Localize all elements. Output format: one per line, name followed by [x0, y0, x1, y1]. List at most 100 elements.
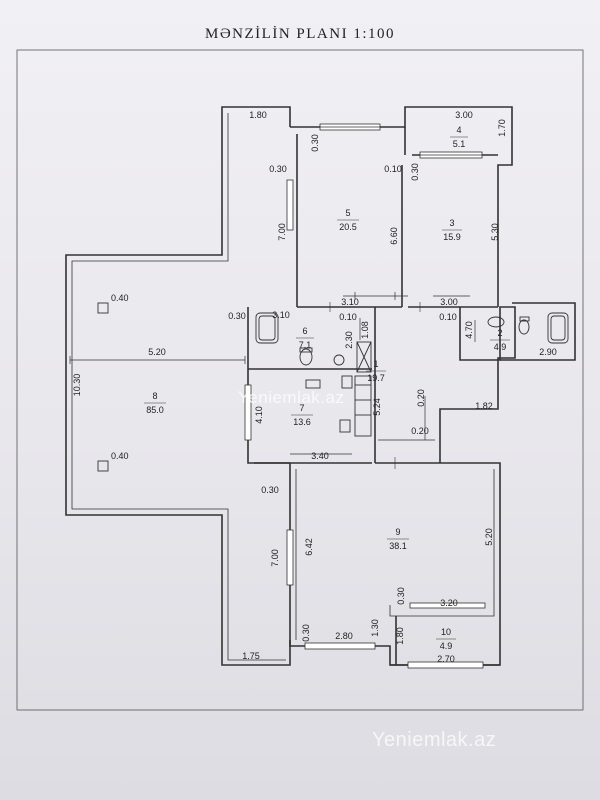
- room-labels: 1 19.7 2 4.9 3 15.9 4 5.1 5 20.5 6 7.1 7…: [144, 125, 510, 651]
- dim-label: 0.20: [411, 426, 429, 436]
- plan-frame: [16, 49, 584, 711]
- drain-icon: [97, 302, 109, 314]
- dim-label: 5.24: [372, 398, 382, 416]
- dim-label: 6.42: [304, 538, 314, 556]
- dim-label: 0.30: [396, 587, 406, 605]
- dim-label: 1.75: [242, 651, 260, 661]
- dim-label: 7.00: [270, 549, 280, 567]
- dim-label: 1.70: [497, 119, 507, 137]
- dim-label: 0.30: [228, 311, 246, 321]
- wall-bath-2-out: [500, 302, 576, 361]
- dim-label: 3.00: [455, 110, 473, 120]
- dim-label: 1.30: [370, 619, 380, 637]
- windows: [244, 123, 486, 669]
- stove-icon: [341, 375, 353, 389]
- dim-label: 0.40: [111, 293, 129, 303]
- dim-label: 0.10: [439, 312, 457, 322]
- dim-label: 1.80: [395, 627, 405, 645]
- room-area-7: 13.6: [293, 417, 311, 427]
- watermark-center: Yeniemlak.az: [238, 388, 345, 407]
- dim-label: 3.00: [440, 297, 458, 307]
- dim-label: 0.30: [310, 134, 320, 152]
- fixtures: [97, 302, 569, 472]
- dim-label: 4.10: [254, 406, 264, 424]
- dim-label: 0.30: [269, 164, 287, 174]
- dim-label: 1.80: [249, 110, 267, 120]
- dim-label: 3.10: [341, 297, 359, 307]
- window-9-right: [409, 602, 486, 609]
- dim-label: 3.10: [272, 310, 290, 320]
- watermark-bottom: Yeniemlak.az: [372, 729, 497, 751]
- room-id-10: 10: [441, 627, 451, 637]
- room-area-4: 5.1: [453, 139, 466, 149]
- top-wall: [290, 106, 513, 307]
- window-10: [407, 661, 484, 669]
- window-9-bottom: [304, 642, 376, 650]
- window-9-left: [286, 529, 294, 586]
- dim-label: 2.70: [437, 654, 455, 664]
- kitchen-unit: [354, 375, 372, 437]
- wall-9-inner-right: [389, 469, 495, 617]
- dim-label: 0.40: [111, 451, 129, 461]
- dim-label: 10.30: [72, 374, 82, 397]
- bathtub-icon: [255, 312, 279, 344]
- fridge-icon: [305, 379, 321, 389]
- terrace-inner-line: [71, 113, 286, 661]
- room-id-9: 9: [395, 527, 400, 537]
- room-area-2: 4.9: [494, 342, 507, 352]
- room-area-5: 20.5: [339, 222, 357, 232]
- room-id-5: 5: [345, 208, 350, 218]
- terrace-wall: [65, 106, 291, 666]
- wall-bath-2: [439, 306, 516, 463]
- dim-label: 6.60: [389, 227, 399, 245]
- dim-label: 5.30: [490, 223, 500, 241]
- room-area-9: 38.1: [389, 541, 407, 551]
- dim-label: 0.30: [301, 624, 311, 642]
- room-id-8: 8: [152, 391, 157, 401]
- bathtub-2-icon: [547, 312, 569, 344]
- dim-label: 3.20: [440, 598, 458, 608]
- dim-label: 7.00: [277, 223, 287, 241]
- plan-title: MƏNZİLİN PLANI 1:100: [205, 26, 395, 42]
- dimension-labels: 1.80 3.00 1.70 0.30 0.30 0.10 0.30 7.00 …: [72, 110, 557, 664]
- drain-2-icon: [97, 460, 109, 472]
- room-id-3: 3: [449, 218, 454, 228]
- room-id-4: 4: [456, 125, 461, 135]
- room-id-6: 6: [302, 326, 307, 336]
- dim-label: 0.30: [261, 485, 279, 495]
- dim-label: 0.10: [384, 164, 402, 174]
- toilet-icon: [299, 348, 313, 366]
- room-area-1: 19.7: [367, 373, 385, 383]
- door-marks: [329, 302, 421, 469]
- dim-label: 2.90: [539, 347, 557, 357]
- toilet-2-icon: [518, 319, 530, 335]
- room-id-2: 2: [497, 328, 502, 338]
- dim-label: 2.30: [344, 331, 354, 349]
- dim-label: 0.20: [416, 389, 426, 407]
- sink-2-icon: [339, 419, 351, 433]
- dim-label: 5.20: [484, 528, 494, 546]
- room-id-7: 7: [299, 403, 304, 413]
- room-area-8: 85.0: [146, 405, 164, 415]
- sink-bath-2-icon: [487, 316, 505, 328]
- window-7: [244, 384, 252, 441]
- dim-label: 4.70: [464, 321, 474, 339]
- room-area-6: 7.1: [299, 340, 312, 350]
- dim-label: 1.82: [475, 401, 493, 411]
- dim-label: 1.08: [360, 321, 370, 339]
- walls: [65, 106, 576, 666]
- dim-label: 0.30: [410, 163, 420, 181]
- kitchen-counter: [356, 341, 372, 373]
- window-5-left: [286, 179, 294, 231]
- room-id-1: 1: [373, 359, 378, 369]
- room-area-3: 15.9: [443, 232, 461, 242]
- dimension-lines: [69, 292, 476, 455]
- dim-label: 2.80: [335, 631, 353, 641]
- dim-label: 3.40: [311, 451, 329, 461]
- wall-mid-left: [247, 307, 290, 464]
- sink-icon: [333, 354, 345, 366]
- dim-label: 5.20: [148, 347, 166, 357]
- room-area-10: 4.9: [440, 641, 453, 651]
